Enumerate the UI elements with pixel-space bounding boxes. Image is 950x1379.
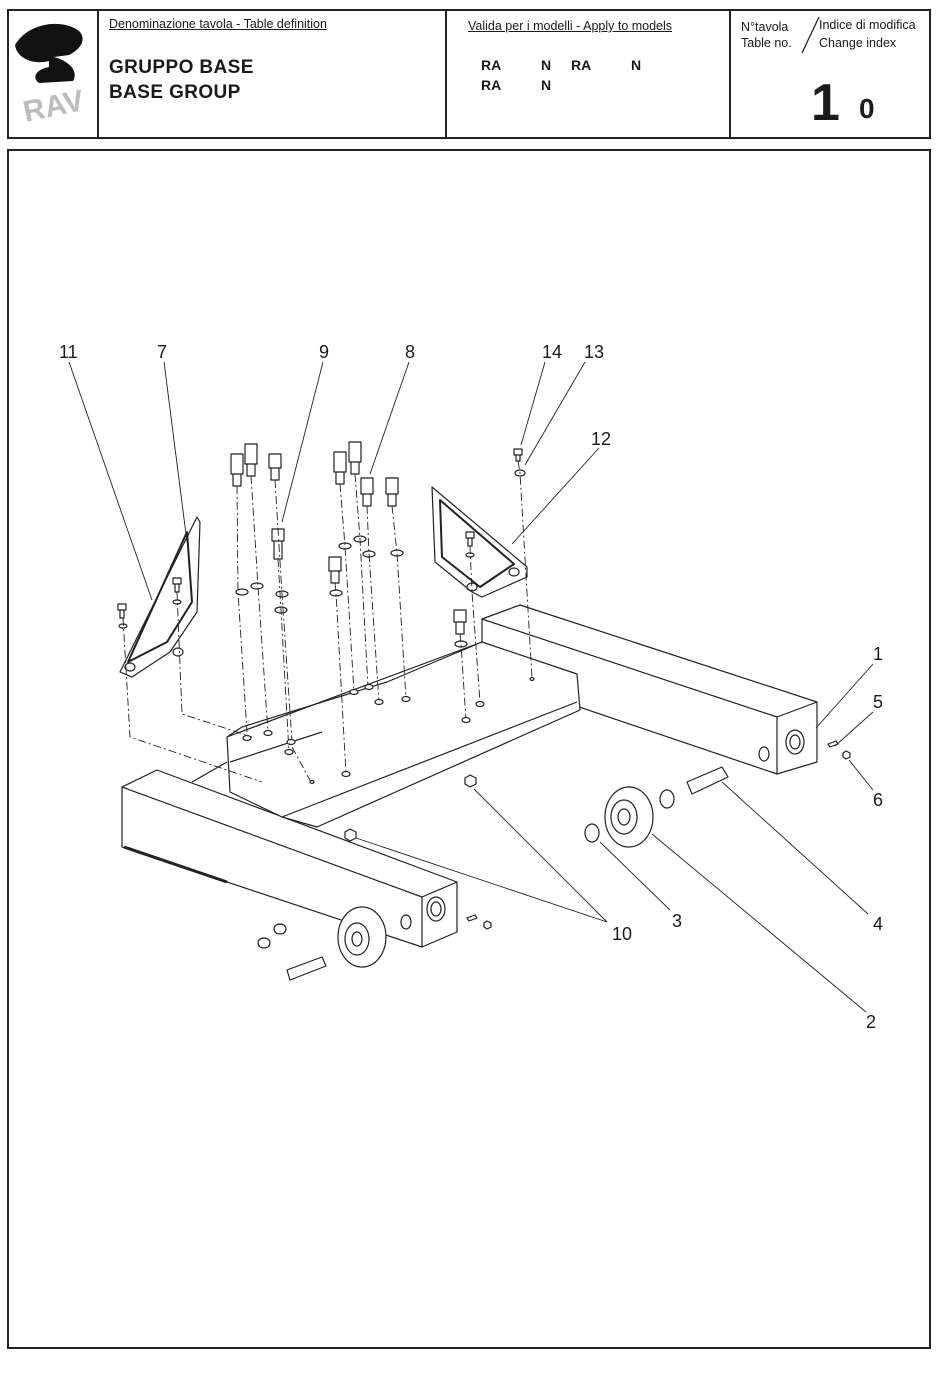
left-bracket <box>120 517 200 677</box>
rav-logo: RAV <box>9 11 97 137</box>
callout-11: 11 <box>59 342 78 362</box>
model-code: RA <box>571 57 591 73</box>
definition-label: Denominazione tavola - Table definition <box>109 17 327 31</box>
model-code: N <box>541 57 551 73</box>
callout-2: 2 <box>866 1012 876 1032</box>
cross-plate <box>192 642 580 827</box>
title-english: BASE GROUP <box>109 82 241 104</box>
model-code: N <box>631 57 641 73</box>
title-italian: GRUPPO BASE <box>109 57 254 79</box>
model-code: RA <box>481 77 501 93</box>
wheel-right <box>585 767 728 847</box>
models-cell: Valida per i modelli - Apply to models R… <box>447 11 731 137</box>
table-no-label-it: N°tavola <box>741 20 788 34</box>
change-index-label-en: Change index <box>819 36 896 50</box>
table-number: 1 <box>811 73 840 133</box>
callout-14: 14 <box>542 342 562 362</box>
wheel-left <box>258 907 386 980</box>
callout-9: 9 <box>319 342 329 362</box>
callout-3: 3 <box>672 911 682 931</box>
drawing-frame: 11 7 9 8 14 13 12 1 5 6 4 3 10 2 <box>7 149 931 1349</box>
callout-7: 7 <box>157 342 167 362</box>
table-no-label-en: Table no. <box>741 36 792 50</box>
definition-cell: Denominazione tavola - Table definition … <box>99 11 447 137</box>
title-block: RAV Denominazione tavola - Table definit… <box>7 9 931 139</box>
change-index-label-it: Indice di modifica <box>819 18 916 32</box>
logo-text: RAV <box>20 84 87 129</box>
right-bracket <box>432 487 527 597</box>
callout-4: 4 <box>873 914 883 934</box>
callout-8: 8 <box>405 342 415 362</box>
callout-13: 13 <box>584 342 604 362</box>
logo-cell: RAV <box>9 11 99 137</box>
callout-1: 1 <box>873 644 883 664</box>
models-label: Valida per i modelli - Apply to models <box>468 19 672 33</box>
callout-6: 6 <box>873 790 883 810</box>
model-code: N <box>541 77 551 93</box>
index-cell: N°tavola Table no. Indice di modifica Ch… <box>731 11 929 137</box>
model-code: RA <box>481 57 501 73</box>
exploded-view-drawing: 11 7 9 8 14 13 12 1 5 6 4 3 10 2 <box>9 151 929 1347</box>
callout-5: 5 <box>873 692 883 712</box>
change-index-value: 0 <box>859 93 875 125</box>
callout-12: 12 <box>591 429 611 449</box>
callout-10: 10 <box>612 924 632 944</box>
